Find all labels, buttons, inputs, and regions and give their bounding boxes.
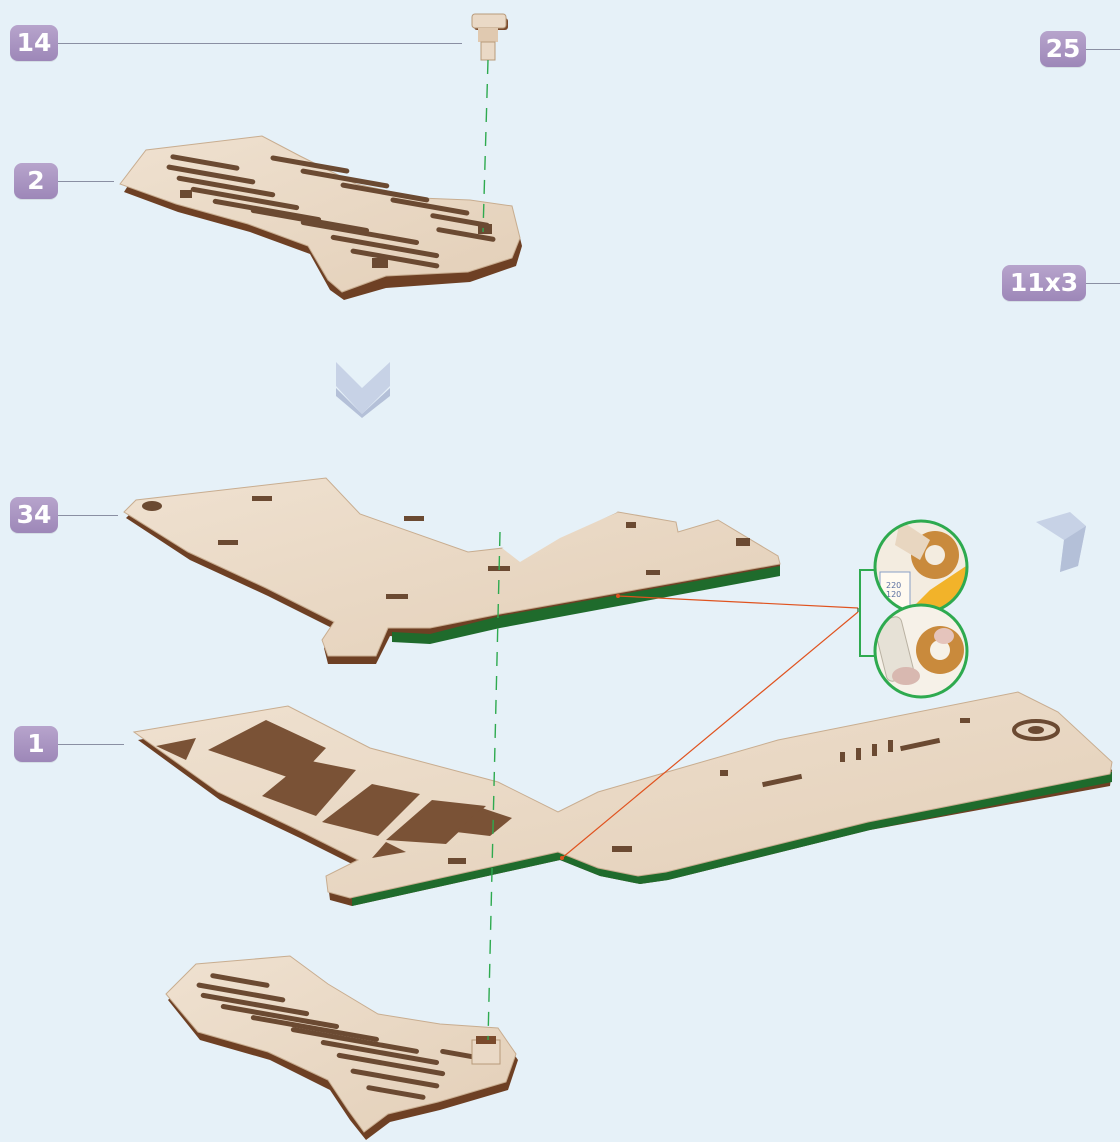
- part-2-plate: [120, 136, 522, 300]
- callout-part-2: 2: [14, 163, 58, 199]
- leader-1: [58, 744, 124, 745]
- part-1-frame: [134, 692, 1112, 906]
- leader-14: [58, 43, 462, 44]
- leader-34: [58, 515, 118, 516]
- right-arrow-icon: [1036, 512, 1086, 572]
- leader-25: [1086, 49, 1120, 50]
- down-arrow-icon: [336, 362, 390, 418]
- part-14-connector: [472, 14, 508, 60]
- leader-11x3: [1086, 283, 1120, 284]
- leader-2: [58, 181, 114, 182]
- callout-part-14: 14: [10, 25, 58, 61]
- callout-part-1: 1: [14, 726, 58, 762]
- part-34-plate: [124, 478, 780, 664]
- bottom-plate: [166, 956, 518, 1140]
- callout-part-11x3: 11x3: [1002, 265, 1086, 301]
- callout-part-34: 34: [10, 497, 58, 533]
- callout-part-25: 25: [1040, 31, 1086, 67]
